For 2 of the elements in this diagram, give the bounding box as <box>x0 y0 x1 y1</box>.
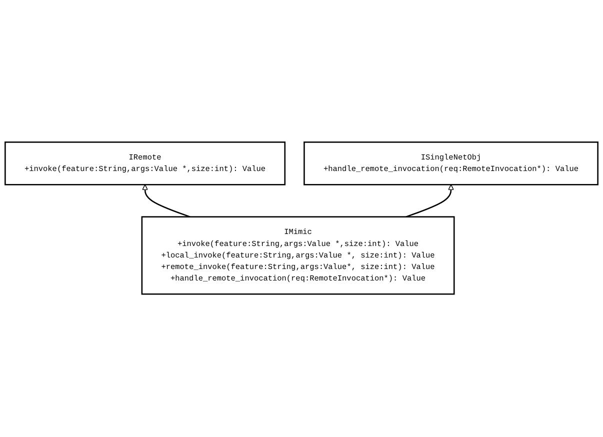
arrow <box>406 184 454 218</box>
arrow <box>142 184 190 218</box>
